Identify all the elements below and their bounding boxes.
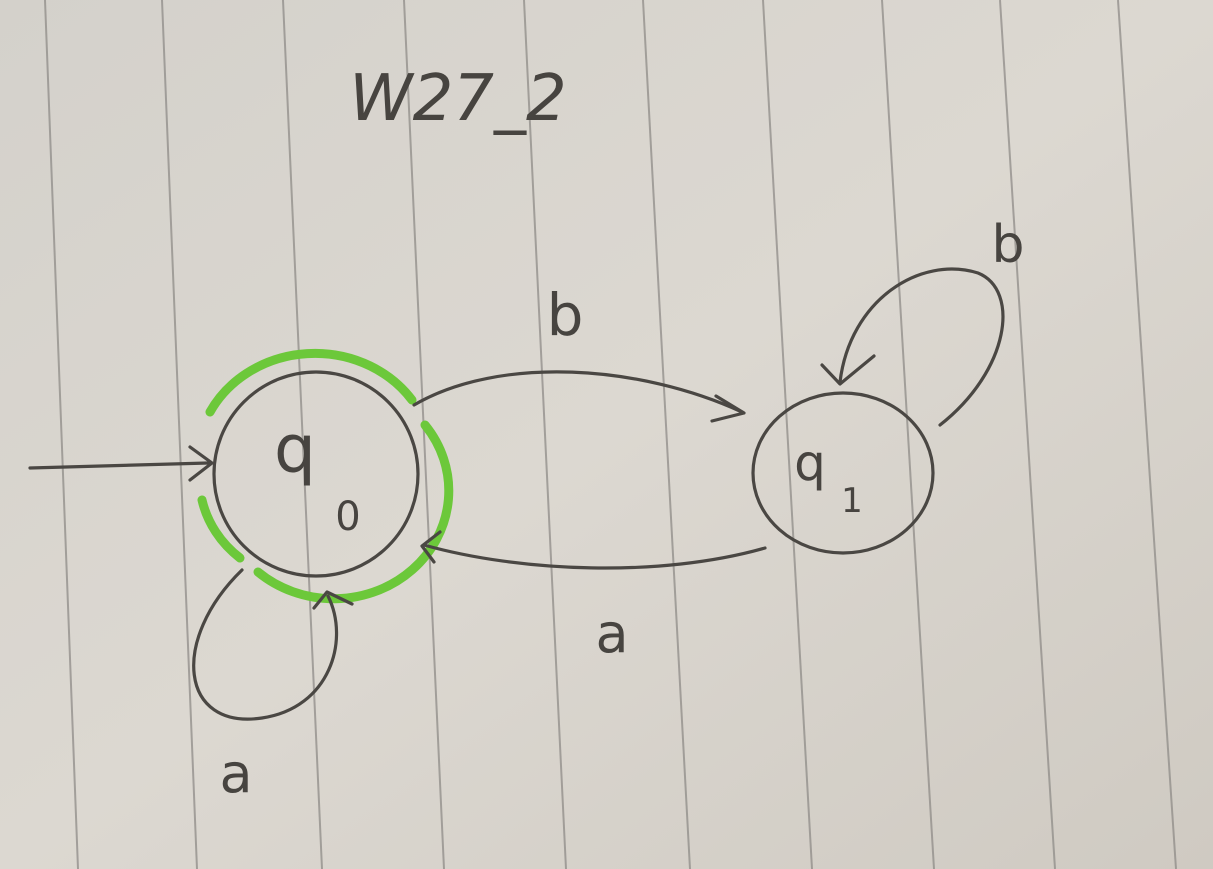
self-loop-q0-label: a	[219, 742, 252, 805]
self-loop-q1: b	[820, 215, 1025, 427]
transition-q0-q1-label: b	[547, 281, 584, 349]
accepting-marker	[197, 348, 454, 604]
diagram-title: W27_2	[349, 62, 566, 136]
state-q1: q 1	[751, 391, 935, 555]
state-q0-circle	[212, 370, 420, 578]
state-q0-subscript: 0	[335, 494, 360, 540]
self-loop-q0: a	[192, 568, 354, 805]
state-q0-name: q	[274, 411, 316, 488]
transition-q1-q0-label: a	[595, 602, 628, 665]
state-q1-name: q	[794, 434, 826, 492]
initial-state-arrow	[28, 445, 214, 482]
self-loop-q1-label: b	[991, 215, 1024, 275]
transition-q0-q1: b	[412, 281, 746, 423]
state-q1-circle	[751, 391, 935, 555]
transition-q1-q0: a	[420, 530, 767, 665]
state-q1-subscript: 1	[841, 481, 863, 521]
ruled-lines	[44, 0, 1177, 869]
state-q0: q 0	[212, 370, 420, 578]
